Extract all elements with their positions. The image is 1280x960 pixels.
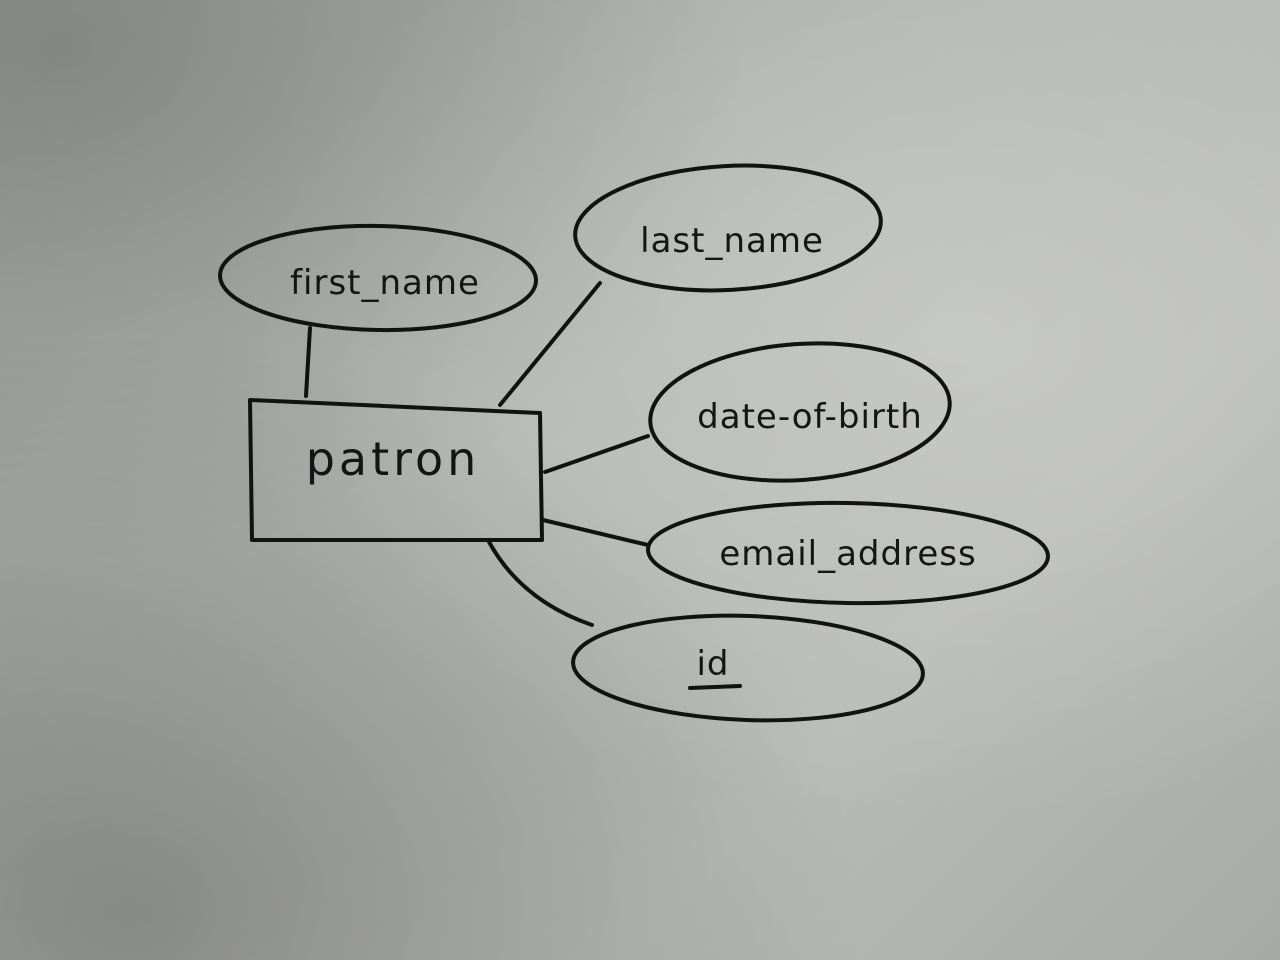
connector-patron-last_name <box>498 281 602 407</box>
key-underline <box>688 684 742 690</box>
attribute-date_of_birth: date-of-birth <box>648 341 952 483</box>
attribute-ellipse <box>218 223 538 333</box>
attribute-ellipse <box>571 613 925 723</box>
connector-patron-id <box>486 538 594 627</box>
attribute-label: email_address <box>719 534 976 574</box>
entity-box <box>248 398 544 542</box>
entity-label: patron <box>306 432 481 486</box>
attribute-email_address: email_address <box>646 500 1050 606</box>
connector-patron-email_address <box>541 518 650 547</box>
attribute-label: last_name <box>640 221 824 261</box>
connector-patron-date_of_birth <box>543 434 650 474</box>
attribute-ellipse <box>573 163 883 293</box>
attribute-ellipse <box>646 500 1050 606</box>
entity-patron: patron <box>248 398 544 542</box>
connector-patron-first_name <box>304 326 312 398</box>
attribute-label: first_name <box>290 263 480 303</box>
attribute-last_name: last_name <box>573 163 883 293</box>
attribute-first_name: first_name <box>218 223 538 333</box>
attribute-ellipse <box>648 341 952 483</box>
attribute-id: id <box>571 613 925 723</box>
attribute-label: date-of-birth <box>697 397 923 437</box>
attribute-label: id <box>696 644 729 684</box>
